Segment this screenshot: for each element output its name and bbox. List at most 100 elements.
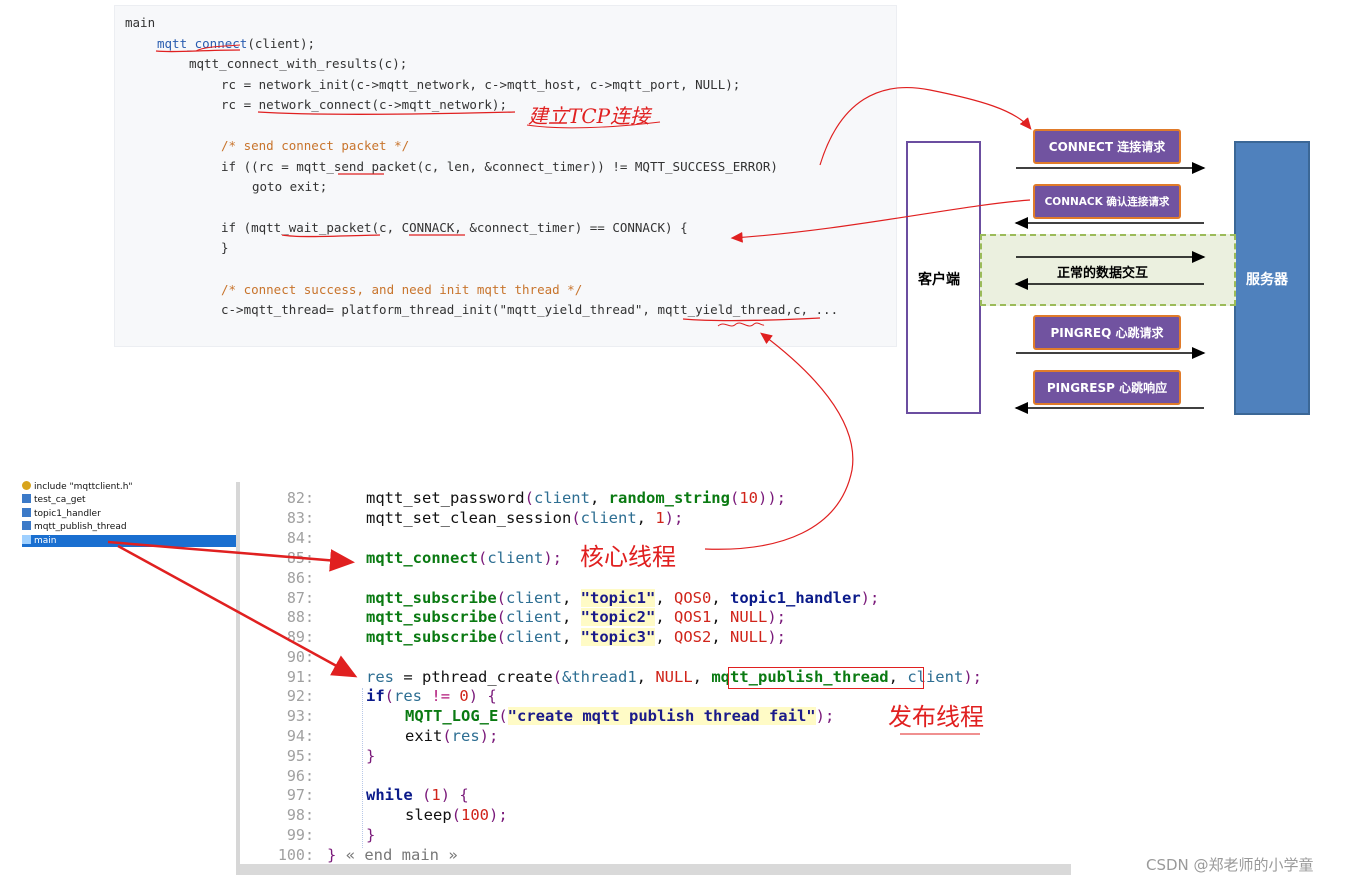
code-line-100: } « end main » [327, 846, 458, 864]
code-text: (client); [247, 36, 316, 51]
line-number: 94: [286, 727, 314, 745]
code-editor[interactable] [236, 482, 1071, 875]
code-var: &thread1 [562, 668, 637, 686]
code-line-98: sleep(100); [405, 806, 508, 824]
code-fn: mqtt_connect [366, 549, 478, 567]
code-number: 1 [655, 509, 665, 527]
code-const: QOS2 [674, 628, 712, 646]
code-fn: mqtt_subscribe [366, 608, 497, 626]
line-number: 96: [286, 767, 314, 785]
code-keyword: while [366, 786, 413, 804]
code-var: client [506, 628, 562, 646]
code-line-wait-packet: if (mqtt_wait_packet(c, CONNACK, &connec… [221, 220, 688, 235]
line-number: 99: [286, 826, 314, 844]
data-exchange-band [980, 234, 1236, 306]
code-const: QOS1 [674, 608, 712, 626]
code-line-main: main [125, 15, 156, 30]
code-null: NULL [730, 608, 768, 626]
code-fn-mqtt-connect: mqtt_connect [157, 36, 248, 51]
code-var: res [366, 668, 394, 686]
code-fn: mqtt_set_password [366, 489, 525, 507]
code-line-82: mqtt_set_password(client, random_string(… [366, 489, 786, 507]
function-icon [22, 535, 31, 544]
line-number: 90: [286, 648, 314, 666]
code-string: "create mqtt publish thread fail" [507, 707, 816, 725]
code-number: 100 [461, 806, 490, 824]
client-lane [906, 141, 981, 414]
code-string: "topic1" [580, 589, 656, 607]
code-fn: random_string [608, 489, 730, 507]
function-icon [22, 494, 31, 503]
tree-item-label: mqtt_publish_thread [34, 522, 127, 532]
line-number: 98: [286, 806, 314, 824]
tree-item-main[interactable]: main [22, 535, 236, 547]
code-string: "topic2" [580, 608, 656, 626]
code-keyword: if [366, 687, 385, 705]
tree-item-mqtt-publish-thread[interactable]: mqtt_publish_thread [22, 521, 236, 533]
code-line-thread-init: c->mqtt_thread= platform_thread_init("mq… [221, 302, 839, 317]
code-var: client [487, 549, 544, 567]
code-line-91: res = pthread_create(&thread1, NULL, mqt… [366, 668, 982, 686]
line-number: 95: [286, 747, 314, 765]
code-var: client [506, 608, 562, 626]
code-line-92: if(res != 0) { [366, 687, 497, 705]
code-var: res [451, 727, 480, 745]
line-number: 93: [286, 707, 314, 725]
code-const: QOS0 [674, 589, 712, 607]
code-line-85: mqtt_connect(client); [366, 549, 562, 567]
code-comment-send-connect: /* send connect packet */ [221, 138, 410, 153]
client-label: 客户端 [918, 272, 960, 288]
tree-item-topic1-handler[interactable]: topic1_handler [22, 508, 236, 520]
handwritten-note-tcp: 建立TCP连接 [528, 104, 651, 128]
line-number: 82: [286, 489, 314, 507]
code-fn: mqtt_subscribe [366, 589, 497, 607]
annotation-publish-thread: 发布线程 [888, 703, 984, 731]
code-null: NULL [655, 668, 693, 686]
code-comment-connect-success: /* connect success, and need init mqtt t… [221, 282, 583, 297]
tree-item-label: topic1_handler [34, 509, 101, 519]
msg-connect: CONNECT 连接请求 [1033, 129, 1181, 164]
code-var: client [580, 509, 637, 527]
code-number: 1 [431, 786, 441, 804]
code-line-94: exit(res); [405, 727, 499, 745]
code-line-83: mqtt_set_clean_session(client, 1); [366, 509, 684, 527]
code-line-87: mqtt_subscribe(client, "topic1", QOS0, t… [366, 589, 880, 607]
tree-item-label: include "mqttclient.h" [34, 482, 133, 492]
pseudo-code-panel [114, 5, 897, 347]
code-fn: mqtt_set_clean_session [366, 509, 572, 527]
function-icon [22, 521, 31, 530]
line-number: 84: [286, 529, 314, 547]
server-label: 服务器 [1246, 272, 1288, 288]
code-line-95: } [366, 747, 376, 765]
msg-pingreq: PINGREQ 心跳请求 [1033, 315, 1181, 350]
line-number: 88: [286, 608, 314, 626]
line-number: 100: [277, 846, 314, 864]
code-line-connect-with-results: mqtt_connect_with_results(c); [189, 56, 408, 71]
tree-item-label: test_ca_get [34, 495, 86, 505]
include-icon [22, 481, 31, 490]
code-var: client [907, 668, 964, 686]
line-number: 97: [286, 786, 314, 804]
code-fn: mqtt_subscribe [366, 628, 497, 646]
line-number: 91: [286, 668, 314, 686]
code-line-89: mqtt_subscribe(client, "topic3", QOS2, N… [366, 628, 786, 646]
publish-thread-highlight-box [728, 667, 924, 689]
code-number: 0 [459, 687, 469, 705]
code-line-network-init: rc = network_init(c->mqtt_network, c->mq… [221, 77, 741, 92]
editor-horizontal-scrollbar[interactable] [240, 864, 1071, 875]
tree-item-test-ca-get[interactable]: test_ca_get [22, 494, 236, 506]
watermark: CSDN @郑老师的小学童 [1146, 856, 1314, 874]
code-line-93: MQTT_LOG_E("create mqtt publish thread f… [405, 707, 835, 725]
line-number: 92: [286, 687, 314, 705]
indent-guide [362, 688, 363, 848]
data-exchange-label: 正常的数据交互 [1057, 266, 1149, 281]
line-number: 83: [286, 509, 314, 527]
code-var: client [533, 489, 590, 507]
code-end-marker: « end main » [345, 846, 458, 864]
tree-item-include[interactable]: include "mqttclient.h" [22, 481, 236, 493]
code-line-close-brace: } [221, 240, 229, 255]
code-call: sleep [405, 806, 452, 824]
code-handler: topic1_handler [730, 589, 861, 607]
msg-pingresp: PINGRESP 心跳响应 [1033, 370, 1181, 405]
line-number: 89: [286, 628, 314, 646]
